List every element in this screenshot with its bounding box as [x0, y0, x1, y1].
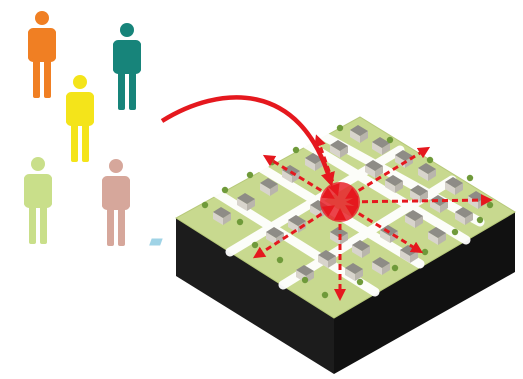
tree [251, 241, 259, 249]
house [213, 207, 231, 225]
tree [356, 278, 364, 286]
dashed-double-arrow-icon [345, 205, 424, 254]
dashed-double-arrow-icon [345, 194, 493, 208]
tree [301, 276, 309, 284]
tree [386, 136, 394, 144]
house [345, 263, 363, 281]
house [445, 177, 463, 195]
house [350, 125, 368, 143]
dashed-double-arrow-icon [345, 146, 431, 199]
block-base-right [334, 212, 515, 374]
tree [246, 171, 254, 179]
dashed-double-arrow-icon [314, 134, 340, 197]
house [237, 193, 255, 211]
curved-arrow-icon [160, 95, 335, 187]
tree [451, 228, 459, 236]
tree [421, 248, 429, 256]
dispersal-arrows [252, 134, 493, 301]
people-group [24, 11, 141, 246]
tree [236, 218, 244, 226]
isometric-city-block [147, 116, 516, 374]
block-base-left [176, 218, 334, 374]
person-icon [24, 157, 52, 244]
person-icon [66, 75, 94, 162]
tree [476, 216, 484, 224]
tree [391, 264, 399, 272]
tree [336, 124, 344, 132]
house [428, 227, 446, 245]
tree [221, 186, 229, 194]
tree [321, 291, 329, 299]
tree [292, 146, 300, 154]
tree [466, 174, 474, 182]
house [372, 257, 390, 275]
person-icon [113, 23, 141, 110]
tree [426, 156, 434, 164]
tree [201, 201, 209, 209]
dashed-double-arrow-icon [252, 205, 335, 259]
tree [276, 256, 284, 264]
pool [147, 237, 165, 247]
person-icon [102, 159, 130, 246]
person-icon [28, 11, 56, 98]
house [455, 207, 473, 225]
tree [486, 201, 494, 209]
